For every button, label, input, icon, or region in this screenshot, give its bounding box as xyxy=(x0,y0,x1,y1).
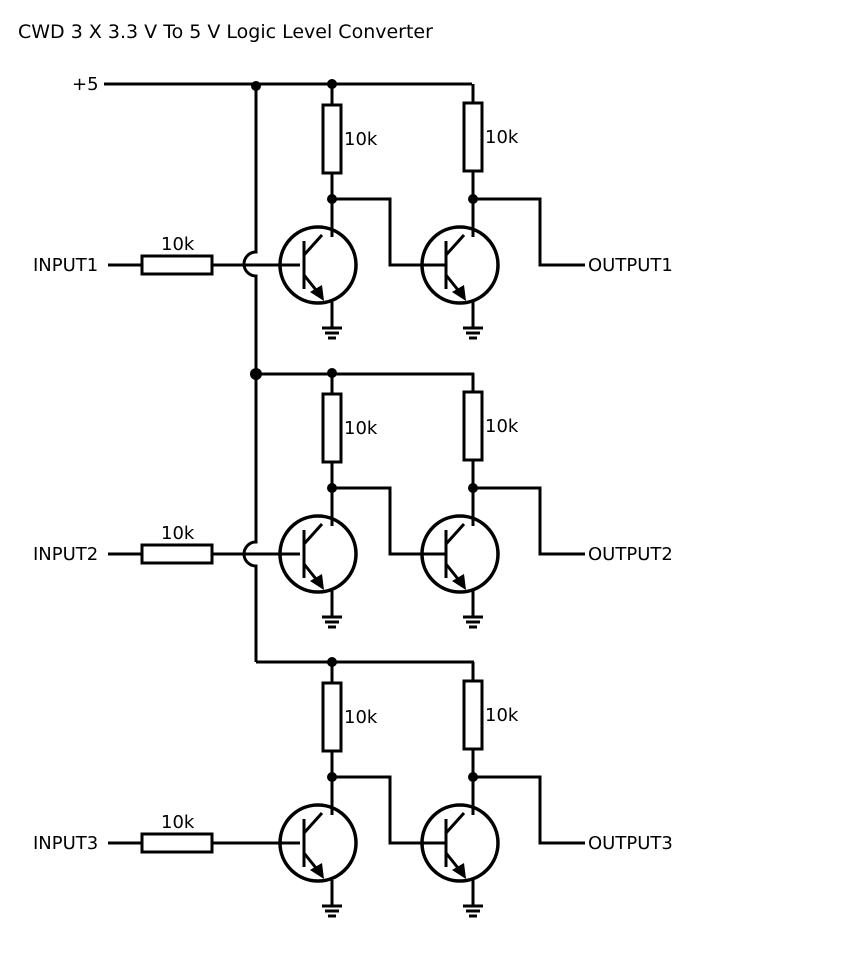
input-resistor xyxy=(140,543,214,565)
interstage-wire xyxy=(332,197,446,267)
emitter-arrow xyxy=(310,285,324,301)
emitter-arrow xyxy=(452,574,466,590)
input-resistor xyxy=(140,254,214,276)
collector-resistor-2 xyxy=(462,101,484,173)
collector-resistor-2-label: 10k xyxy=(485,127,519,148)
junction-dot xyxy=(327,657,337,667)
input-resistor xyxy=(140,832,214,854)
input-label: INPUT2 xyxy=(33,544,98,565)
npn-transistor-1 xyxy=(278,803,358,883)
collector-resistor-1 xyxy=(321,392,343,464)
collector-resistor-2 xyxy=(462,390,484,462)
supply-label: +5 xyxy=(72,74,99,95)
collector-resistor-2 xyxy=(462,679,484,751)
ground-symbol xyxy=(322,326,342,340)
input-label: INPUT3 xyxy=(33,833,98,854)
output-label: OUTPUT1 xyxy=(588,255,673,276)
ground-symbol xyxy=(322,904,342,918)
input-resistor-label: 10k xyxy=(161,234,195,255)
output-label: OUTPUT3 xyxy=(588,833,673,854)
emitter-arrow xyxy=(310,574,324,590)
transistor-body xyxy=(278,803,358,883)
junction-dot xyxy=(251,81,261,91)
ground-symbol xyxy=(463,326,483,340)
input-resistor-label: 10k xyxy=(161,812,195,833)
collector-resistor-1 xyxy=(321,681,343,753)
ground-symbol xyxy=(463,904,483,918)
transistor-collector-leg xyxy=(302,522,324,546)
interstage-wire xyxy=(332,775,446,845)
output-wire xyxy=(473,197,585,267)
npn-transistor-1 xyxy=(278,514,358,594)
transistor-collector-leg xyxy=(444,811,466,835)
emitter-arrow xyxy=(452,863,466,879)
collector-resistor-2-label: 10k xyxy=(485,416,519,437)
collector-resistor-2-label: 10k xyxy=(485,705,519,726)
schematic-title: CWD 3 X 3.3 V To 5 V Logic Level Convert… xyxy=(18,21,433,43)
interstage-wire xyxy=(332,486,446,556)
output-wire xyxy=(473,775,585,845)
output-wire xyxy=(473,486,585,556)
emitter-arrow xyxy=(310,863,324,879)
transistor-body xyxy=(278,225,358,305)
ground-symbol xyxy=(463,615,483,629)
transistor-collector-leg xyxy=(444,522,466,546)
transistor-collector-leg xyxy=(302,811,324,835)
npn-transistor-1 xyxy=(278,225,358,305)
emitter-arrow xyxy=(452,285,466,301)
collector-resistor-1 xyxy=(321,103,343,175)
junction-dot xyxy=(327,368,337,378)
supply-bus xyxy=(242,84,258,662)
transistor-body xyxy=(278,514,358,594)
collector-resistor-1-label: 10k xyxy=(344,707,378,728)
ground-symbol xyxy=(322,615,342,629)
input-resistor-label: 10k xyxy=(161,523,195,544)
transistor-collector-leg xyxy=(444,233,466,257)
collector-resistor-1-label: 10k xyxy=(344,129,378,150)
input-label: INPUT1 xyxy=(33,255,98,276)
collector-resistor-1-label: 10k xyxy=(344,418,378,439)
transistor-collector-leg xyxy=(302,233,324,257)
junction-dot xyxy=(327,79,337,89)
output-label: OUTPUT2 xyxy=(588,544,673,565)
